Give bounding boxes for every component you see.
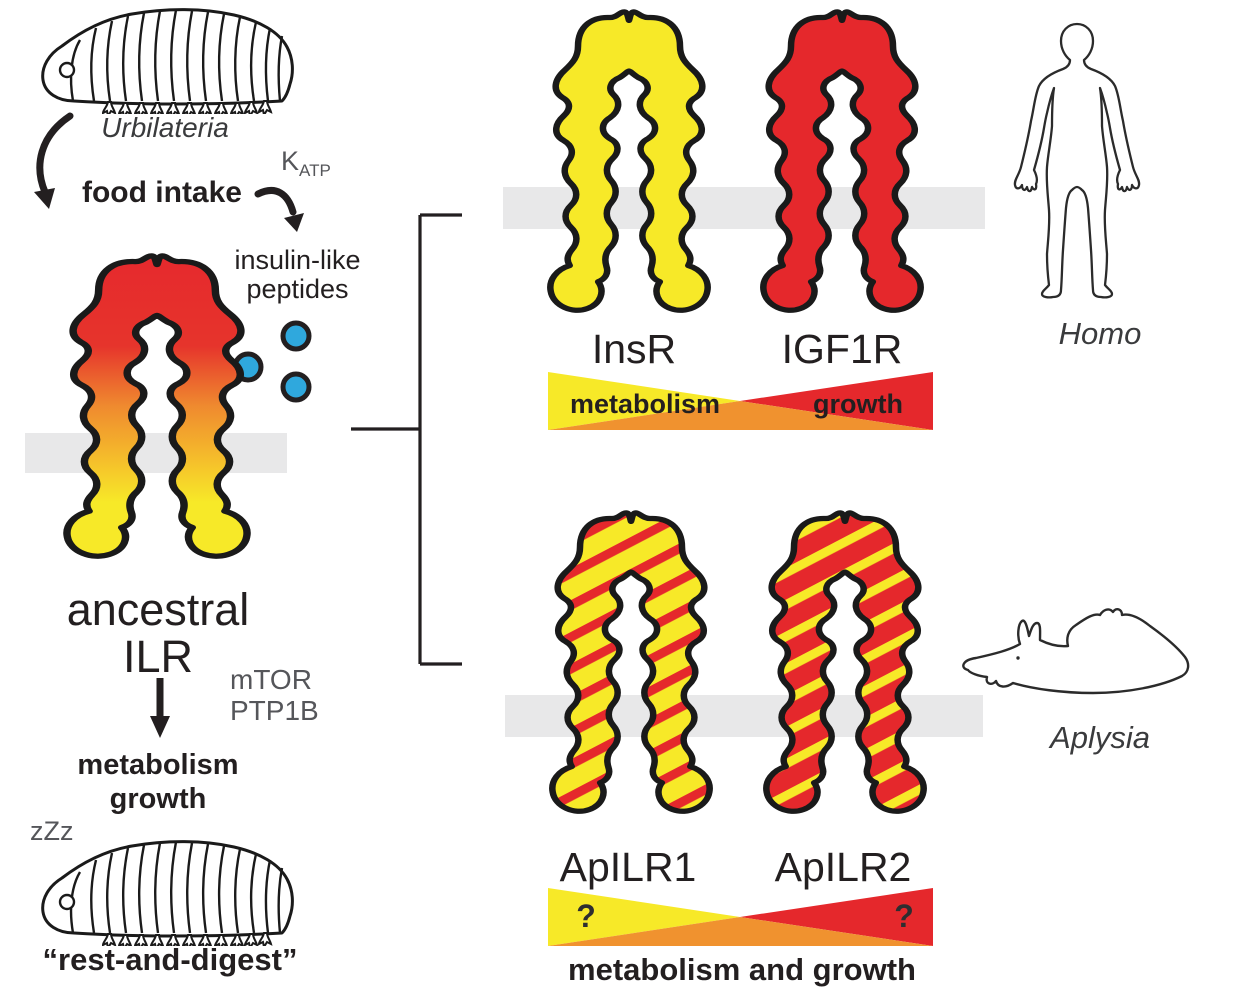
- arrow-ilr-to-outputs: [150, 678, 170, 738]
- aplysia-bar-right-question: ?: [894, 898, 914, 934]
- aplysia-sea-slug-drawing: [962, 607, 1190, 695]
- homo-bar-growth-label: growth: [813, 389, 903, 419]
- peptides-line2: peptides: [246, 274, 349, 304]
- effectors-label: mTOR PTP1B: [230, 664, 319, 726]
- insr-receptor-shape: [550, 12, 707, 310]
- urbilateria-caterpillar-drawing: [36, 8, 302, 114]
- apilr2-receptor-shape: [766, 513, 923, 811]
- effector-ptp1b: PTP1B: [230, 695, 319, 726]
- homo-label: Homo: [1058, 316, 1142, 351]
- ancestral-line2: ILR: [122, 631, 194, 682]
- ancestral-ilr-label: ancestral ILR: [38, 586, 278, 680]
- ancestral-outputs-label: metabolism growth: [58, 748, 258, 816]
- aplysia-function-gradient-bar: [548, 888, 933, 946]
- food-intake-label: food intake: [81, 176, 242, 209]
- aplysia-label: Aplysia: [1050, 720, 1150, 755]
- apilr1-receptor-shape: [552, 513, 709, 811]
- katp-label: KATP: [281, 146, 331, 181]
- apilr2-label: ApILR2: [774, 844, 912, 890]
- bar-yellow-wedge: [548, 888, 740, 946]
- bar-red-wedge: [740, 372, 933, 430]
- phylogeny-bracket: [351, 213, 462, 666]
- bar-yellow-wedge: [548, 372, 740, 430]
- bar-orange-wedge: [548, 401, 933, 430]
- homo-function-gradient-bar: [548, 372, 933, 430]
- arrow-caterpillar-to-food-intake: [34, 112, 74, 209]
- apilr1-receptor: [548, 509, 714, 819]
- ancestral-line1: ancestral: [66, 584, 250, 635]
- peptide-dot: [280, 320, 312, 352]
- apilr2-receptor: [762, 509, 928, 819]
- bar-orange-wedge: [548, 917, 933, 946]
- rest-and-digest-label: “rest-and-digest”: [42, 942, 298, 977]
- aplysia-bar-left-question: ?: [576, 898, 596, 934]
- peptide-dot: [280, 371, 312, 403]
- ancestral-receptor-shape: [67, 256, 247, 556]
- peptides-line1: insulin-like: [234, 245, 361, 275]
- katp-base: K: [281, 146, 300, 176]
- rest-and-digest-caterpillar-drawing: [36, 840, 302, 946]
- arrow-food-intake-to-peptides: [254, 187, 304, 232]
- apilr1-label: ApILR1: [559, 844, 697, 890]
- insulin-peptide-dots: [232, 320, 312, 403]
- homo-human-silhouette: [1013, 22, 1141, 299]
- effector-mtor: mTOR: [230, 664, 312, 695]
- insr-receptor: [546, 8, 712, 318]
- insr-label: InsR: [591, 326, 677, 372]
- sleep-zzz-label: zZz: [30, 816, 74, 846]
- aplysia-bar-caption: metabolism and growth: [568, 952, 916, 987]
- bar-red-wedge: [740, 888, 933, 946]
- output-metabolism: metabolism: [77, 749, 239, 781]
- igf1r-receptor: [759, 8, 925, 318]
- urbilateria-label: Urbilateria: [101, 112, 229, 143]
- igf1r-label: IGF1R: [781, 326, 903, 372]
- insulin-like-peptides-label: insulin-like peptides: [210, 246, 385, 304]
- katp-subscript: ATP: [299, 161, 331, 180]
- igf1r-receptor-shape: [763, 12, 920, 310]
- membrane-band-ancestral: [25, 433, 287, 473]
- output-growth: growth: [109, 783, 207, 815]
- ancestral-ilr-receptor: [62, 252, 252, 564]
- homo-bar-metabolism-label: metabolism: [569, 389, 721, 419]
